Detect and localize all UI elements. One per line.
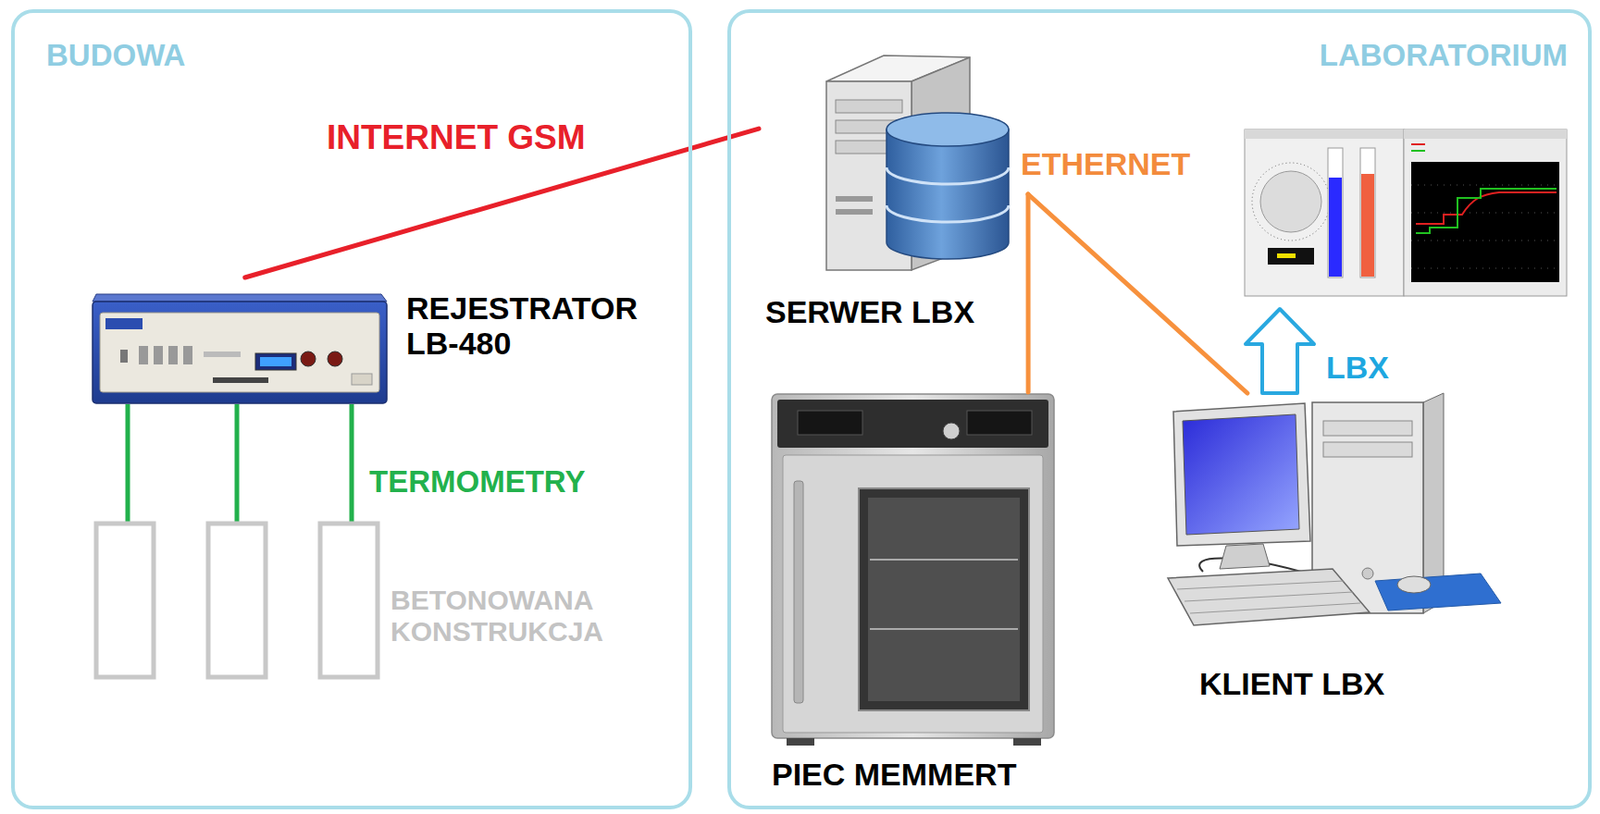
node-label: BUDOWA bbox=[46, 38, 186, 74]
region-panel: LABORATORIUM SERWER LBX PIEC MEMMERT KLIENT… bbox=[727, 9, 1592, 810]
thermometer-wires bbox=[127, 404, 352, 524]
software-label: LBX bbox=[1326, 349, 1390, 385]
node-label: LABORATORIUM bbox=[1319, 38, 1568, 74]
device-node: SERWER LBX bbox=[758, 46, 1029, 338]
structure-label: BETONOWANA KONSTRUKCJA bbox=[390, 584, 661, 647]
connector-line bbox=[1026, 194, 1031, 393]
computer-icon bbox=[1167, 393, 1501, 626]
connector-line bbox=[1028, 194, 1248, 394]
edge-label: INTERNET GSM bbox=[324, 118, 588, 157]
database-icon bbox=[886, 112, 1009, 260]
hollow-arrow bbox=[1245, 309, 1315, 394]
device-node: KLIENT LBX bbox=[1156, 393, 1504, 713]
software-screenshot bbox=[1244, 129, 1567, 297]
node-label: PIEC MEMMERT bbox=[771, 756, 1017, 793]
device-node: REJESTRATOR LB-480 bbox=[89, 277, 670, 412]
concrete-element bbox=[96, 523, 378, 678]
node-label: REJESTRATOR LB-480 bbox=[406, 290, 666, 361]
device-node: PIEC MEMMERT bbox=[764, 392, 1065, 807]
wire-label: TERMOMETRY bbox=[369, 465, 585, 500]
recorder-device bbox=[92, 294, 387, 404]
network-label: ETHERNET bbox=[1020, 146, 1191, 182]
oven-illustration bbox=[771, 394, 1055, 746]
node-label: KLIENT LBX bbox=[1199, 666, 1385, 702]
node-label: SERWER LBX bbox=[765, 294, 975, 330]
